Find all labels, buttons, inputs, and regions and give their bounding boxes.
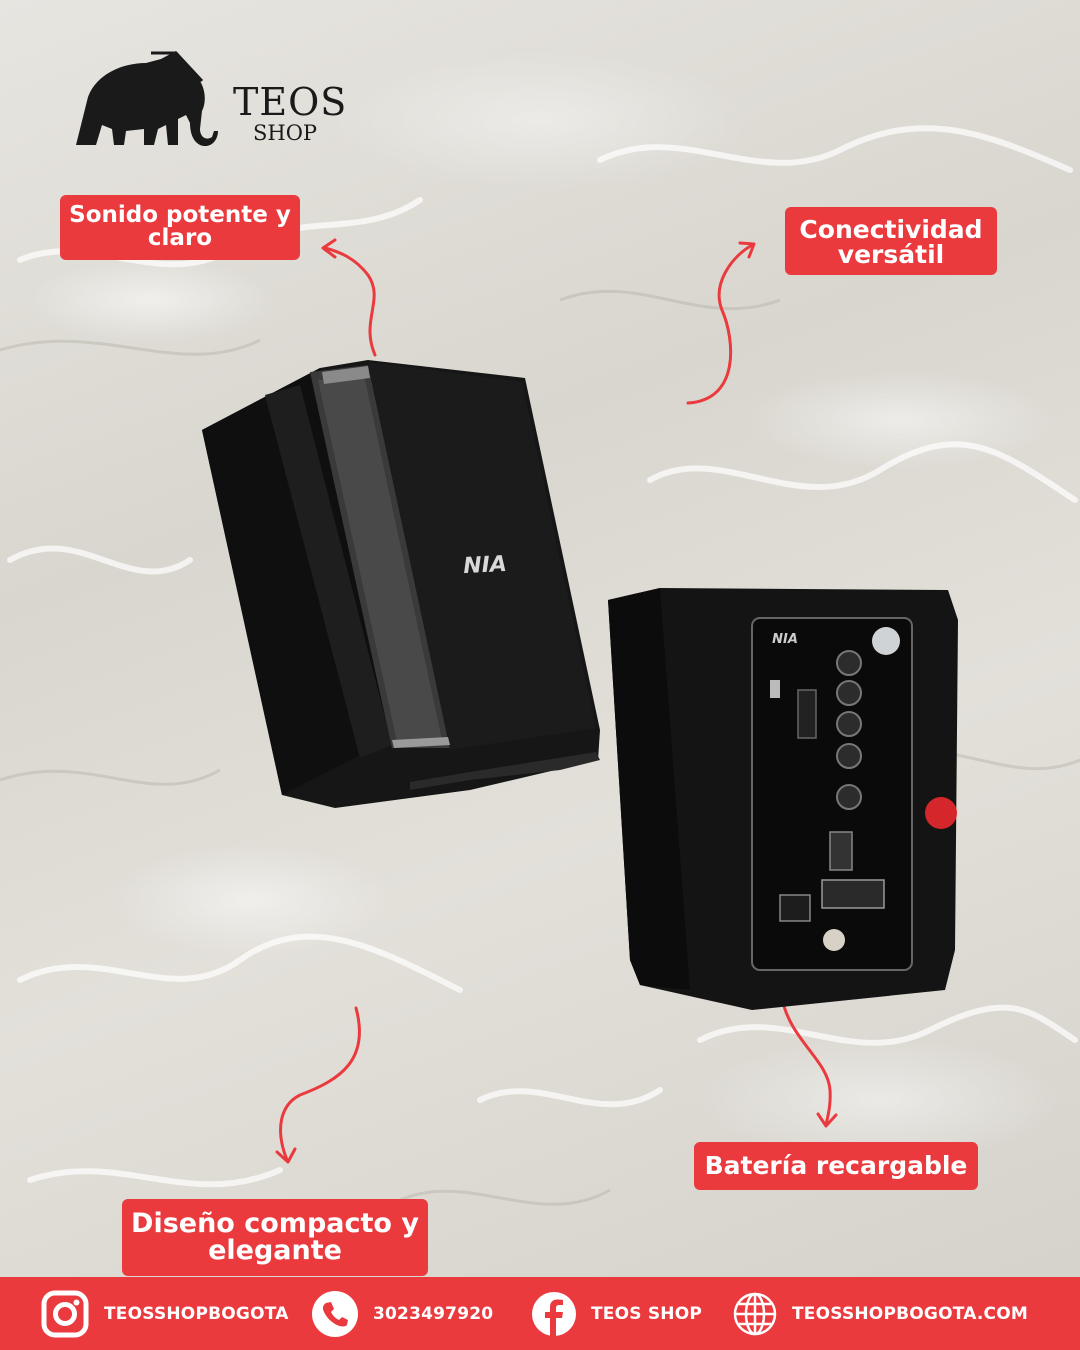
footer-phone[interactable]: 3023497920: [311, 1277, 493, 1350]
phone-label: 3023497920: [373, 1303, 494, 1324]
feature-connectivity: Conectividad versátil: [785, 207, 997, 275]
feature-design: Diseño compacto y elegante: [122, 1199, 428, 1276]
feature-sound-line1: Sonido potente y: [69, 202, 291, 228]
arrow-sound: [323, 246, 377, 357]
facebook-icon: [532, 1291, 576, 1336]
feature-design-line2: elegante: [208, 1235, 342, 1266]
feature-connectivity-line1: Conectividad: [799, 215, 983, 244]
feature-battery: Batería recargable: [694, 1142, 978, 1190]
footer-web[interactable]: TEOSSHOPBOGOTA.COM: [732, 1277, 1028, 1350]
instagram-icon: [41, 1290, 89, 1337]
elephant-icon: [76, 51, 218, 147]
arrow-connectivity: [686, 243, 754, 405]
phone-icon: [312, 1290, 358, 1337]
footer-bar: TEOSSHOPBOGOTA 3023497920 TEOS SHOP TEOS…: [0, 1277, 1080, 1350]
feature-sound-line2: claro: [147, 225, 213, 251]
feature-sound: Sonido potente y claro: [60, 195, 300, 260]
arrow-connectivity-head: [738, 241, 756, 259]
brand-sub: SHOP: [253, 121, 318, 145]
speaker-front-logo: NIA: [463, 552, 508, 579]
speaker-back: NIA: [608, 588, 958, 1010]
speaker-back-logo: NIA: [772, 632, 798, 647]
arrow-battery: [780, 996, 832, 1127]
speaker-front: NIA: [202, 360, 600, 808]
web-label: TEOSSHOPBOGOTA.COM: [792, 1303, 1028, 1324]
arrow-design: [279, 1006, 361, 1162]
arrow-design-head: [275, 1147, 297, 1164]
feature-design-line1: Diseño compacto y: [131, 1208, 419, 1239]
arrow-sound-head: [321, 238, 337, 259]
feature-connectivity-line2: versátil: [837, 240, 945, 269]
arrow-battery-head: [816, 1112, 838, 1128]
feature-battery-label: Batería recargable: [704, 1151, 968, 1180]
water-ripples: [0, 289, 1080, 1206]
footer-instagram[interactable]: TEOSSHOPBOGOTA: [40, 1277, 289, 1350]
globe-icon: [733, 1292, 777, 1335]
footer-facebook[interactable]: TEOS SHOP: [531, 1277, 702, 1350]
speaker-products: NIA NIA: [202, 360, 958, 1010]
instagram-label: TEOSSHOPBOGOTA: [104, 1303, 289, 1324]
facebook-label: TEOS SHOP: [591, 1303, 703, 1324]
brand-name: TEOS: [233, 80, 348, 124]
callout-arrows: [275, 238, 838, 1164]
